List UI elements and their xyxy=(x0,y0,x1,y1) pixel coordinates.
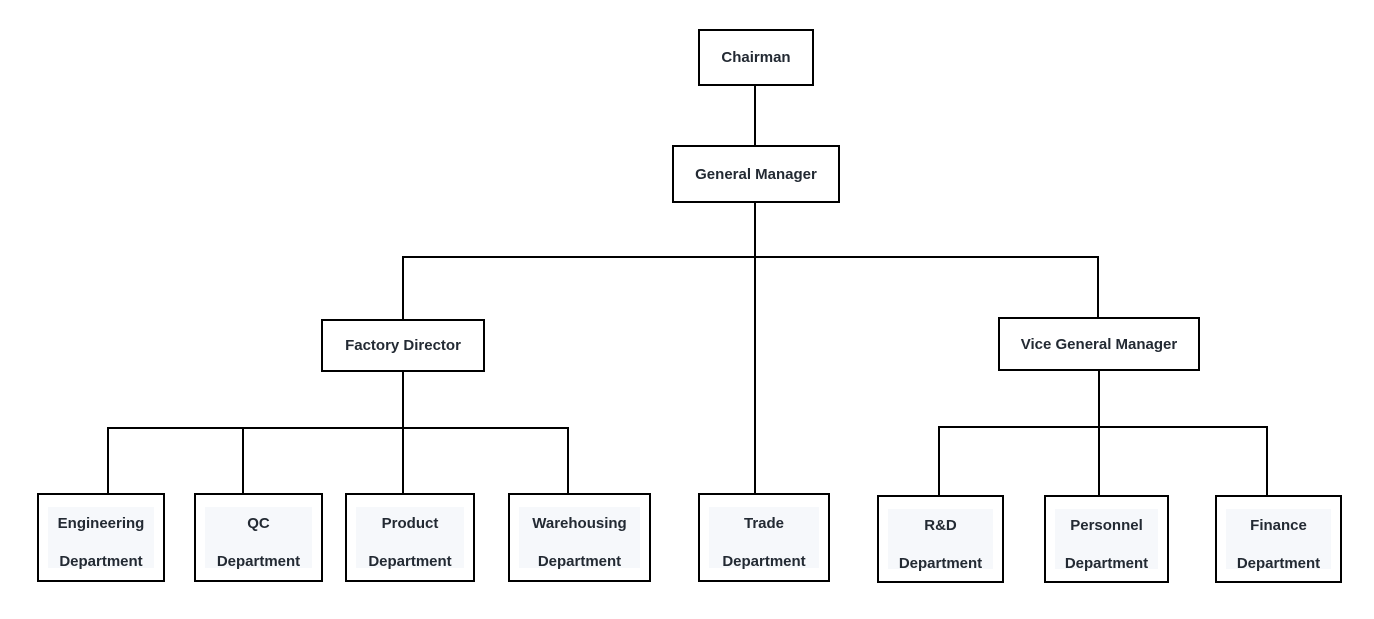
org-node-chairman: Chairman xyxy=(698,29,814,86)
org-node-label-line2: Department xyxy=(537,553,622,570)
node-inner-tint xyxy=(48,507,154,568)
org-node-warehousing-department: Warehousing Department xyxy=(508,493,651,582)
node-inner-tint xyxy=(205,507,312,568)
org-node-label-line1: Warehousing xyxy=(532,515,627,532)
node-inner-tint xyxy=(1226,509,1331,569)
org-node-vice-general-manager: Vice General Manager xyxy=(998,317,1200,371)
org-node-label-line1: Engineering xyxy=(57,515,145,532)
org-node-label-line2: Department xyxy=(59,553,143,570)
node-inner-tint xyxy=(1055,509,1158,569)
node-inner-tint xyxy=(356,507,464,568)
org-node-label-line1: R&D xyxy=(924,517,957,534)
org-node-label-line2: Department xyxy=(1236,555,1321,572)
node-inner-tint xyxy=(709,507,819,568)
node-inner-tint xyxy=(519,507,640,568)
org-node-personnel-department: Personnel Department xyxy=(1044,495,1169,583)
org-node-label: Factory Director xyxy=(345,337,461,354)
org-node-general-manager: General Manager xyxy=(672,145,840,203)
org-node-label-line1: QC xyxy=(247,515,270,532)
org-node-label-line2: Department xyxy=(898,555,983,572)
org-node-qc-department: QC Department xyxy=(194,493,323,582)
org-node-product-department: Product Department xyxy=(345,493,475,582)
org-node-label-line2: Department xyxy=(368,553,452,570)
org-node-factory-director: Factory Director xyxy=(321,319,485,372)
org-node-label-line2: Department xyxy=(722,553,806,570)
org-node-label: General Manager xyxy=(695,165,817,183)
org-node-rnd-department: R&D Department xyxy=(877,495,1004,583)
org-node-label-line1: Trade xyxy=(743,515,785,532)
org-node-trade-department: Trade Department xyxy=(698,493,830,582)
org-node-label-line1: Finance xyxy=(1250,517,1307,534)
org-node-label-line2: Department xyxy=(216,553,301,570)
org-node-label-line1: Personnel xyxy=(1070,517,1143,534)
org-node-label-line2: Department xyxy=(1064,555,1149,572)
node-inner-tint xyxy=(888,509,993,569)
org-node-label-line1: Product xyxy=(381,515,439,532)
org-node-finance-department: Finance Department xyxy=(1215,495,1342,583)
org-node-label: Chairman xyxy=(721,49,791,66)
org-node-engineering-department: Engineering Department xyxy=(37,493,165,582)
org-node-label: Vice General Manager xyxy=(1020,335,1178,353)
